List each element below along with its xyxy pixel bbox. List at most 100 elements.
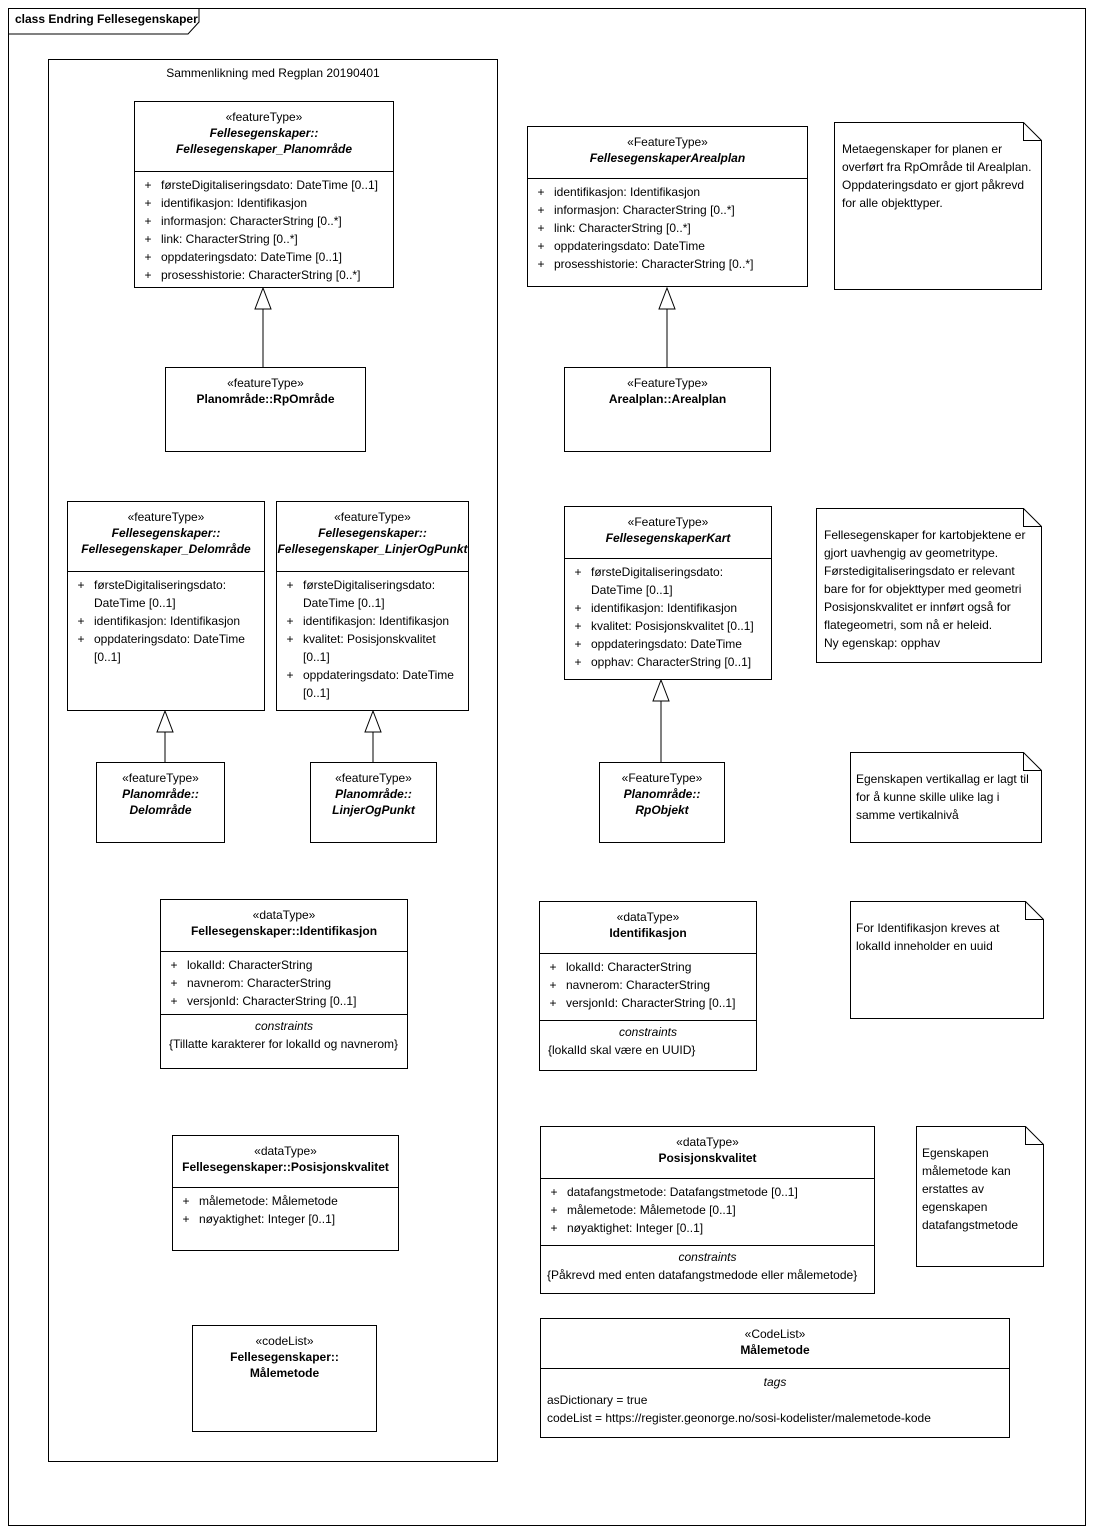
class-name: Fellesegenskaper_Delområde [81,542,251,556]
attribute-compartment: +datafangstmetode: Datafangstmetode [0..… [541,1178,874,1245]
class-name: Arealplan::Arealplan [608,392,727,406]
attribute-compartment: +lokalId: CharacterString +navnerom: Cha… [540,953,756,1020]
stereotype: «dataType» [252,908,316,922]
attribute: kvalitet: Posisjonskvalitet [0..1] [591,619,754,633]
class-identifikasjon[interactable]: «dataType» Identifikasjon +lokalId: Char… [539,901,757,1071]
class-name: Delområde [129,803,192,817]
class-name: Fellesegenskaper_Planområde [175,142,353,156]
class-fellesegenskaper-malemetode[interactable]: «codeList» Fellesegenskaper:: Målemetode [192,1325,377,1432]
attribute: identifikasjon: Identifikasjon [554,185,701,199]
attribute: oppdateringsdato: DateTime [554,239,705,253]
attribute: oppdateringsdato: DateTime [303,668,454,682]
attribute: lokalId: CharacterString [187,958,313,972]
class-fellesegenskaper-planomraade[interactable]: «featureType» Fellesegenskaper:: Fellese… [134,101,394,288]
attribute: prosesshistorie: CharacterString [0..*] [554,257,754,271]
attribute: målemetode: Målemetode [0..1] [567,1203,736,1217]
class-arealplan[interactable]: «FeatureType» Arealplan::Arealplan [564,367,771,452]
attribute: DateTime [0..1] [94,596,176,610]
attribute: oppdateringsdato: DateTime [94,632,245,646]
attribute: lokalId: CharacterString [566,960,692,974]
constraint: {Tillatte karakterer for lokalId og navn… [169,1037,399,1051]
package-title: Sammenlikning med Regplan 20190401 [166,66,380,80]
attribute: førsteDigitaliseringsdato: [303,578,436,592]
attribute: prosesshistorie: CharacterString [0..*] [161,268,361,282]
stereotype: «featureType» [225,110,303,124]
class-name: Identifikasjon [609,926,687,940]
class-malemetode[interactable]: «CodeList» Målemetode tags asDictionary … [540,1318,1010,1438]
class-name: Planområde:: [335,787,412,801]
attribute: førsteDigitaliseringsdato: [591,565,724,579]
class-fellesegenskaper-posisjonskvalitet[interactable]: «dataType» Fellesegenskaper::Posisjonskv… [172,1135,399,1251]
class-rpomraade[interactable]: «featureType» Planområde::RpOmråde [165,367,366,452]
class-fellesegenskaper-delomraade[interactable]: «featureType» Fellesegenskaper:: Fellese… [67,501,265,711]
attribute-compartment: +lokalId: CharacterString +navnerom: Cha… [161,951,407,1014]
class-posisjonskvalitet[interactable]: «dataType» Posisjonskvalitet +datafangst… [540,1126,875,1294]
generalization-arrowhead-rpomraade [254,286,272,310]
class-linjerogpunkt[interactable]: «featureType» Planområde:: LinjerOgPunkt [310,762,437,843]
attribute: oppdateringsdato: DateTime [0..1] [161,250,342,264]
class-fellesegenskaper-kart[interactable]: «FeatureType» FellesegenskaperKart +førs… [564,506,772,680]
diagram-frame [8,8,1086,1526]
class-name: Fellesegenskaper_LinjerOgPunkt [277,542,468,556]
attribute-compartment: +førsteDigitaliseringsdato: DateTime [0.… [135,171,393,284]
stereotype: «dataType» [254,1144,317,1158]
stereotype: «featureType» [127,510,205,524]
tag-value: asDictionary = true [547,1393,648,1407]
class-fellesegenskaper-identifikasjon[interactable]: «dataType» Fellesegenskaper::Identifikas… [160,899,408,1069]
attribute: datafangstmetode: Datafangstmetode [0..1… [567,1185,798,1199]
class-delomraade[interactable]: «featureType» Planområde:: Delområde [96,762,225,843]
tag-value: codeList = https://register.geonorge.no/… [547,1411,931,1425]
attribute: identifikasjon: Identifikasjon [161,196,308,210]
class-name: FellesegenskaperArealplan [589,151,746,165]
package-regplan: Sammenlikning med Regplan 20190401 [48,59,498,1462]
attribute: oppdateringsdato: DateTime [591,637,742,651]
attribute: navnerom: CharacterString [566,978,711,992]
class-name: Fellesegenskaper:: [230,1350,339,1364]
attribute: navnerom: CharacterString [187,976,332,990]
attribute: [0..1] [303,686,330,700]
attribute: DateTime [0..1] [591,583,673,597]
compartment-label: constraints [678,1250,737,1264]
stereotype: «FeatureType» [621,771,703,785]
stereotype: «featureType» [122,771,199,785]
class-rpobjekt[interactable]: «FeatureType» Planområde:: RpObjekt [599,762,725,843]
compartment-label: constraints [254,1019,314,1033]
class-fellesegenskaper-linjerogpunkt[interactable]: «featureType» Fellesegenskaper:: Fellese… [276,501,469,711]
stereotype: «featureType» [227,376,304,390]
stereotype: «dataType» [676,1135,739,1149]
compartment-label: constraints [618,1025,678,1039]
class-name: Planområde::RpOmråde [196,392,335,406]
attribute: informasjon: CharacterString [0..*] [554,203,735,217]
attribute: identifikasjon: Identifikasjon [591,601,738,615]
attribute: førsteDigitaliseringsdato: DateTime [0..… [161,178,378,192]
constraint: {lokalId skal være en UUID} [548,1043,696,1057]
attribute-compartment: +førsteDigitaliseringsdato: DateTime [0.… [277,571,468,702]
attribute: link: CharacterString [0..*] [161,232,298,246]
stereotype: «FeatureType» [627,515,709,529]
generalization-arrowhead-delomraade [156,709,174,733]
attribute: kvalitet: Posisjonskvalitet [303,632,436,646]
attribute-compartment: +førsteDigitaliseringsdato: DateTime [0.… [565,558,771,671]
class-fellesegenskaper-arealplan[interactable]: «FeatureType» FellesegenskaperArealplan … [527,126,808,287]
attribute: identifikasjon: Identifikasjon [303,614,450,628]
attribute: [0..1] [94,650,121,664]
attribute: [0..1] [303,650,330,664]
stereotype: «FeatureType» [627,135,708,149]
attribute: link: CharacterString [0..*] [554,221,691,235]
class-name: Fellesegenskaper:: [111,526,221,540]
stereotype: «FeatureType» [627,376,708,390]
attribute: målemetode: Målemetode [199,1194,338,1208]
attribute: versjonId: CharacterString [0..1] [187,994,357,1008]
attribute: identifikasjon: Identifikasjon [94,614,241,628]
attribute: førsteDigitaliseringsdato: [94,578,227,592]
stereotype: «CodeList» [744,1327,806,1341]
